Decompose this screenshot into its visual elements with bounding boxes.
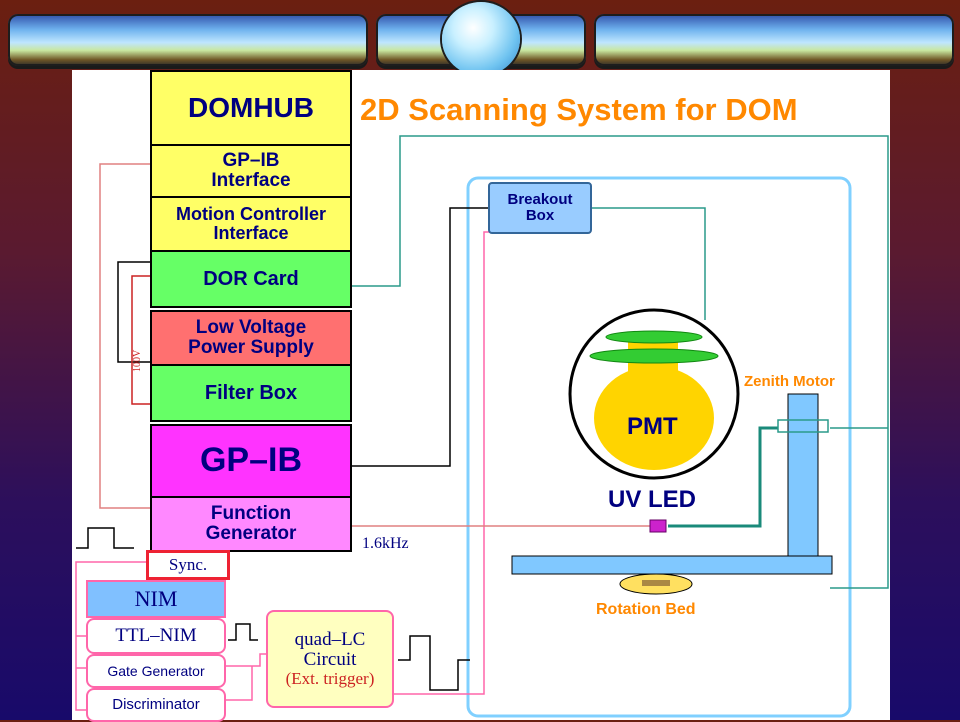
- quad-lc-box: quad–LC Circuit (Ext. trigger): [266, 610, 394, 708]
- dor-cable: [350, 135, 889, 589]
- function-generator-label: Function Generator: [205, 503, 297, 544]
- trigger-cable: [392, 231, 506, 695]
- ttl-nim-box: TTL–NIM: [86, 618, 226, 654]
- domhub-box: DOMHUB: [150, 70, 352, 146]
- page-title: 2D Scanning System for DOM: [360, 92, 798, 127]
- gpib-label: GP–IB: [199, 441, 303, 480]
- zenith-arm: [787, 393, 819, 557]
- pmt-label: PMT: [627, 413, 678, 440]
- ext-trigger-label: (Ext. trigger): [285, 669, 375, 689]
- breakout-box: Breakout Box: [488, 182, 592, 234]
- pmt-ring-top: [605, 330, 703, 344]
- filter-box-label: Filter Box: [204, 381, 298, 404]
- support-bed: [511, 555, 833, 575]
- nim-box: NIM: [86, 580, 226, 618]
- gate-generator-box: Gate Generator: [86, 654, 226, 688]
- motion-controller-box: Motion Controller Interface: [150, 196, 352, 252]
- gpib-interface-box: GP–IB Interface: [150, 144, 352, 198]
- zenith-motor-label: Zenith Motor: [744, 373, 835, 390]
- gpib-cable: [350, 207, 488, 467]
- sync-box: Sync.: [146, 550, 230, 580]
- gate-generator-label: Gate Generator: [107, 662, 205, 679]
- gpib-fg-loop: [99, 163, 152, 509]
- pmt-bulb: [594, 366, 714, 470]
- nim-label: NIM: [134, 586, 178, 612]
- header-banner-right: [594, 14, 954, 66]
- dor-card-box: DOR Card: [150, 250, 352, 308]
- gpib-box: GP–IB: [150, 424, 352, 498]
- discriminator-label: Discriminator: [112, 696, 200, 714]
- low-voltage-label: Low Voltage Power Supply: [188, 317, 314, 358]
- breakout-box-label: Breakout Box: [507, 191, 573, 224]
- uv-led-icon: [649, 519, 667, 533]
- domhub-label: DOMHUB: [188, 92, 314, 124]
- pmt-housing: [568, 308, 740, 480]
- function-generator-box: Function Generator: [150, 496, 352, 552]
- header-banner-left: [8, 14, 368, 66]
- dom-frame: [466, 176, 852, 718]
- breakout-pmt-cable: [590, 207, 706, 320]
- motion-controller-label: Motion Controller Interface: [176, 204, 326, 243]
- quad-lc-label: quad–LC Circuit: [294, 629, 366, 671]
- discriminator-box: Discriminator: [86, 688, 226, 722]
- uv-led-label: UV LED: [608, 486, 697, 513]
- led-motor-cable: [668, 426, 778, 528]
- quad-wave-icon: [398, 635, 470, 691]
- sync-label: Sync.: [168, 555, 208, 575]
- pulse-wave-icon: [76, 527, 134, 549]
- filter-box: Filter Box: [150, 364, 352, 422]
- low-voltage-box: Low Voltage Power Supply: [150, 310, 352, 366]
- gpib-interface-label: GP–IB Interface: [211, 150, 291, 191]
- globe-icon: [442, 2, 520, 76]
- pmt-ring-bottom: [589, 348, 719, 364]
- frequency-label: 1.6kHz: [362, 535, 409, 552]
- voltage-label: 100V: [132, 349, 143, 372]
- ttl-nim-label: TTL–NIM: [115, 625, 197, 647]
- rotation-bed-label: Rotation Bed: [596, 601, 696, 618]
- dor-card-label: DOR Card: [203, 267, 299, 290]
